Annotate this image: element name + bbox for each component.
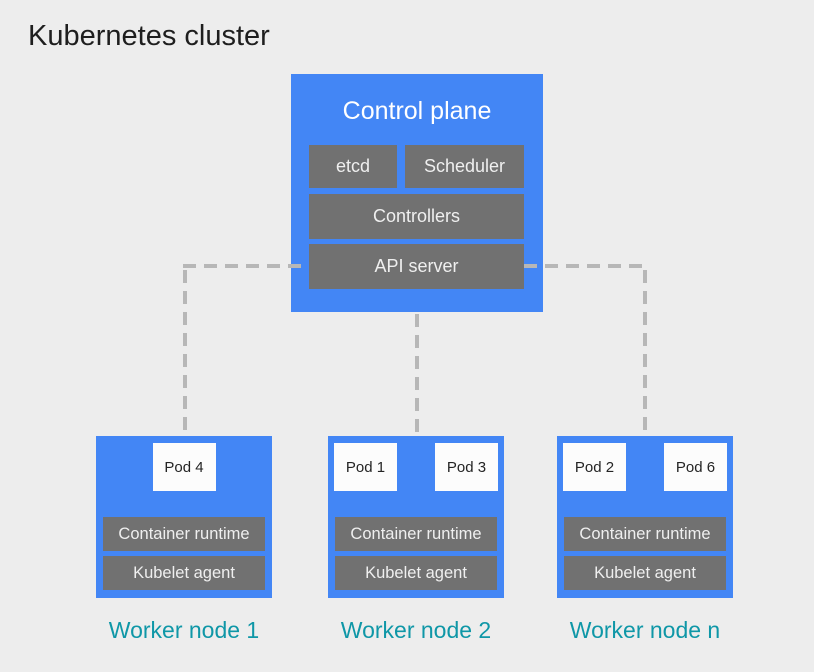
pods-row: Pod 2 Pod 6	[563, 443, 727, 491]
etcd-component: etcd	[309, 145, 397, 188]
control-plane-node: Control plane etcd Scheduler Controllers…	[291, 74, 543, 312]
container-runtime-component: Container runtime	[564, 517, 726, 551]
worker-node-n: Pod 2 Pod 6 Container runtime Kubelet ag…	[557, 436, 733, 598]
container-runtime-component: Container runtime	[103, 517, 265, 551]
pod-box: Pod 4	[152, 443, 216, 491]
api-server-component: API server	[309, 244, 524, 289]
worker-node-1-label: Worker node 1	[108, 617, 260, 643]
pods-row: Pod 1 Pod 3	[334, 443, 498, 491]
pod-box: Pod 1	[334, 443, 397, 491]
pod-box: Pod 6	[664, 443, 727, 491]
controllers-component: Controllers	[309, 194, 524, 239]
worker-node-n-label: Worker node n	[569, 617, 721, 643]
control-plane-title: Control plane	[342, 97, 492, 125]
worker-node-1: Pod 4 Container runtime Kubelet agent	[96, 436, 272, 598]
pods-row: Pod 4	[102, 443, 266, 491]
pod-box: Pod 2	[563, 443, 626, 491]
kubelet-agent-component: Kubelet agent	[103, 556, 265, 590]
worker-node-2: Pod 1 Pod 3 Container runtime Kubelet ag…	[328, 436, 504, 598]
kubelet-agent-component: Kubelet agent	[564, 556, 726, 590]
diagram-title: Kubernetes cluster	[28, 20, 270, 52]
container-runtime-component: Container runtime	[335, 517, 497, 551]
worker-node-2-label: Worker node 2	[340, 617, 492, 643]
kubelet-agent-component: Kubelet agent	[335, 556, 497, 590]
pod-box: Pod 3	[435, 443, 498, 491]
scheduler-component: Scheduler	[405, 145, 524, 188]
